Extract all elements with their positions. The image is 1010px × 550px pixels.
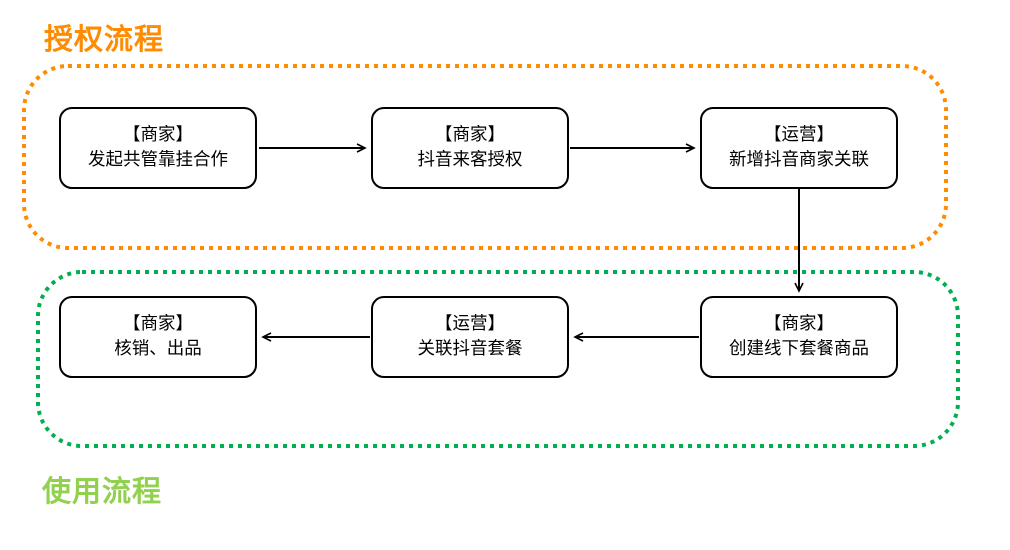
node-action: 抖音来客授权: [417, 150, 523, 170]
authorization-flow-title: 授权流程: [44, 22, 165, 56]
usage-flow-container: [36, 270, 960, 448]
node-role: 【运营】: [764, 125, 834, 146]
node-action: 关联抖音套餐: [417, 339, 523, 359]
node-link-douyin-package: 【运营】 关联抖音套餐: [371, 296, 569, 378]
node-action: 创建线下套餐商品: [729, 339, 869, 359]
usage-flow-title: 使用流程: [42, 474, 163, 508]
node-redeem-and-serve: 【商家】 核销、出品: [59, 296, 257, 378]
node-role: 【商家】: [123, 314, 193, 335]
node-role: 【商家】: [435, 125, 505, 146]
node-action: 核销、出品: [114, 339, 202, 359]
node-create-offline-package: 【商家】 创建线下套餐商品: [700, 296, 898, 378]
node-douyin-laike-authorize: 【商家】 抖音来客授权: [371, 107, 569, 189]
node-role: 【商家】: [764, 314, 834, 335]
node-initiate-cooperation: 【商家】 发起共管靠挂合作: [59, 107, 257, 189]
node-add-merchant-association: 【运营】 新增抖音商家关联: [700, 107, 898, 189]
node-role: 【商家】: [123, 125, 193, 146]
authorization-flow-container: [22, 64, 948, 250]
node-role: 【运营】: [435, 314, 505, 335]
node-action: 新增抖音商家关联: [729, 150, 869, 170]
node-action: 发起共管靠挂合作: [88, 150, 228, 170]
